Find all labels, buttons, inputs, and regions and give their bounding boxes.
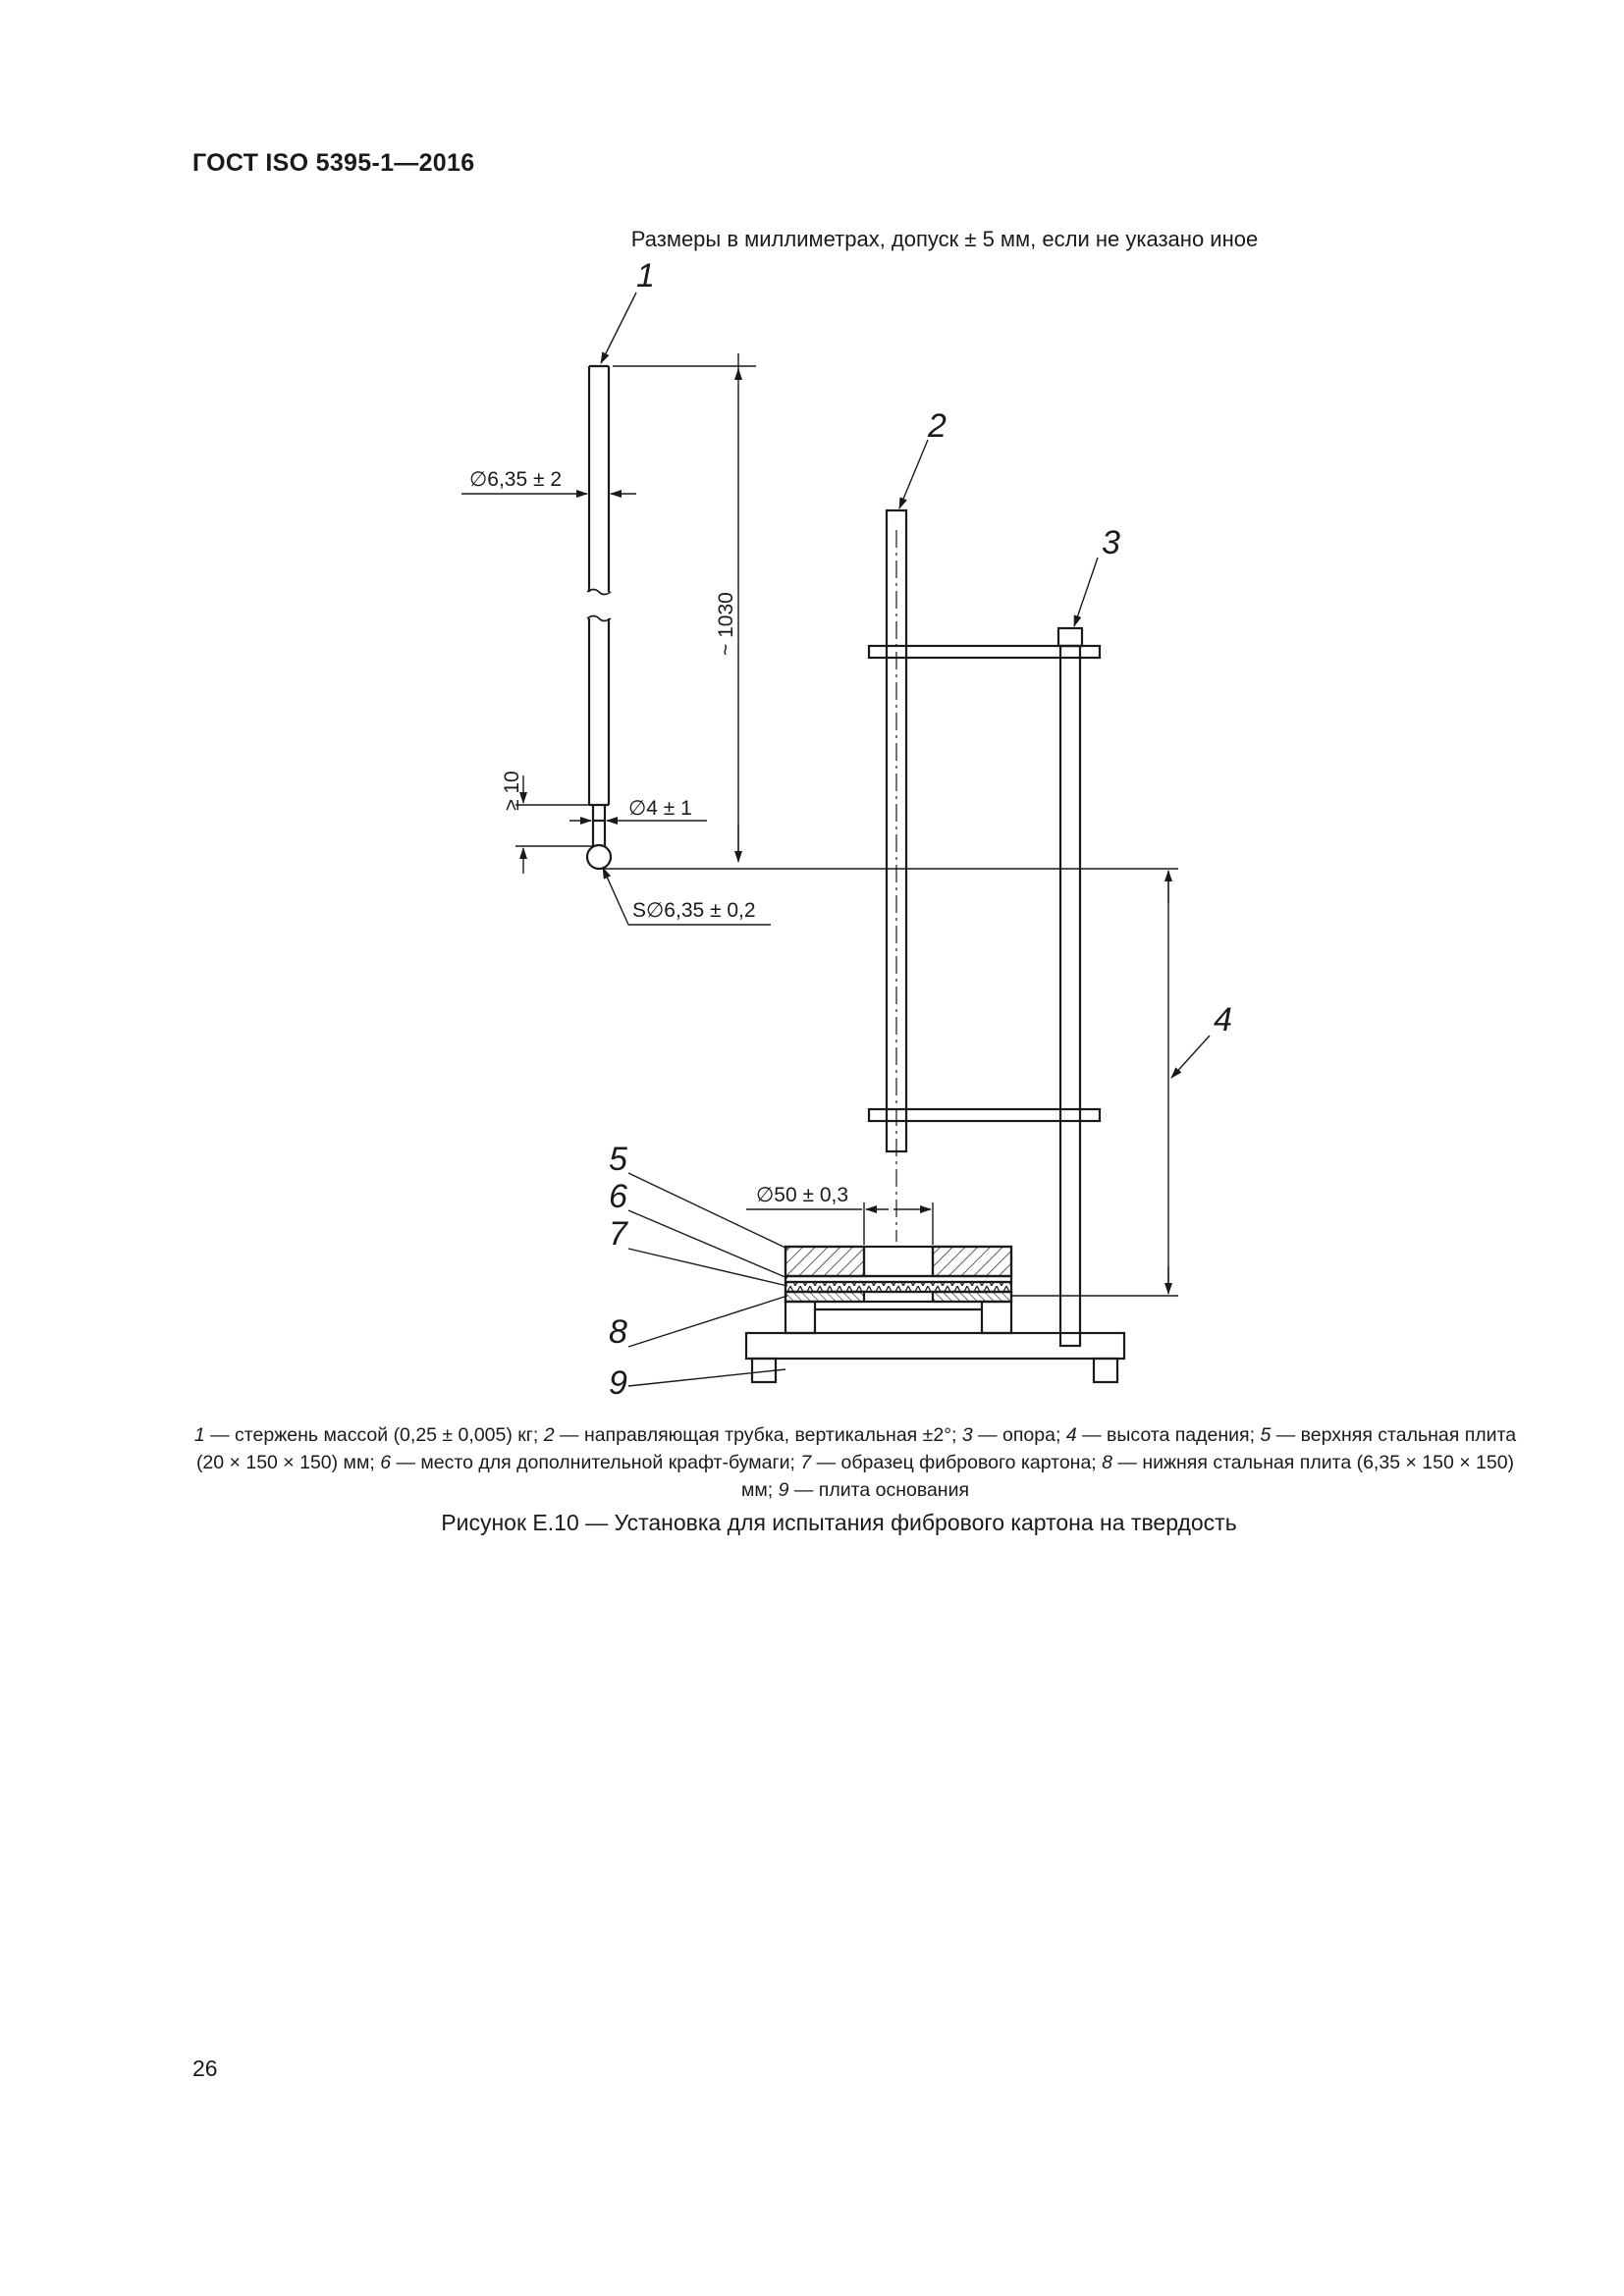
figure-caption: Рисунок Е.10 — Установка для испытания ф… [441,1510,1237,1535]
neck-diameter-label: ∅4 ± 1 [628,797,692,820]
legend-item-7: 7 — образец фибрового картона; [800,1452,1103,1473]
ball-diameter-label: S∅6,35 ± 0,2 [632,899,756,922]
callout-8: 8 [609,1313,627,1351]
page-number: 26 [192,2056,218,2081]
callout-2: 2 [927,407,947,445]
dimension-note: Размеры в миллиметрах, допуск ± 5 мм, ес… [630,227,1259,251]
callout-7: 7 [609,1215,628,1253]
callout-4: 4 [1214,1001,1232,1039]
callout-6: 6 [609,1178,627,1215]
legend-item-4: 4 — высота падения; [1065,1424,1261,1446]
document-header: ГОСТ ISO 5395-1—2016 [192,149,475,177]
figure-legend: 1 — стержень массой (0,25 ± 0,005) кг; 2… [192,1421,1518,1504]
base-plate [744,1331,1126,1384]
legend-item-9: 9 — плита основания [778,1479,970,1501]
rod-diameter-label: ∅6,35 ± 2 [469,468,562,491]
legend-item-5: 5 — верхняя стальная плита (20 × 150 × 1… [195,1424,1517,1473]
plate-stack [784,1245,1013,1335]
legend-item-6: 6 — место для дополнительной крафт-бумаг… [380,1452,801,1473]
rod-length-label: ~ 1030 [715,592,737,656]
callout-1: 1 [636,257,655,294]
callout-5: 5 [609,1141,627,1178]
guide-frame [867,508,1102,1348]
hole-diameter-label: ∅50 ± 0,3 [756,1184,848,1206]
falling-rod [585,364,613,871]
legend-item-8: 8 — нижняя стальная плита (6,35 × 150 × … [740,1452,1515,1501]
neck-length-label: ≥ 10 [501,771,523,811]
legend-item-2: 2 — направляющая трубка, вертикальная ±2… [543,1424,962,1446]
legend-item-3: 3 — опора; [961,1424,1066,1446]
callout-3: 3 [1102,524,1120,561]
callout-9: 9 [609,1364,627,1402]
legend-item-1: 1 — стержень массой (0,25 ± 0,005) кг; [193,1424,544,1446]
